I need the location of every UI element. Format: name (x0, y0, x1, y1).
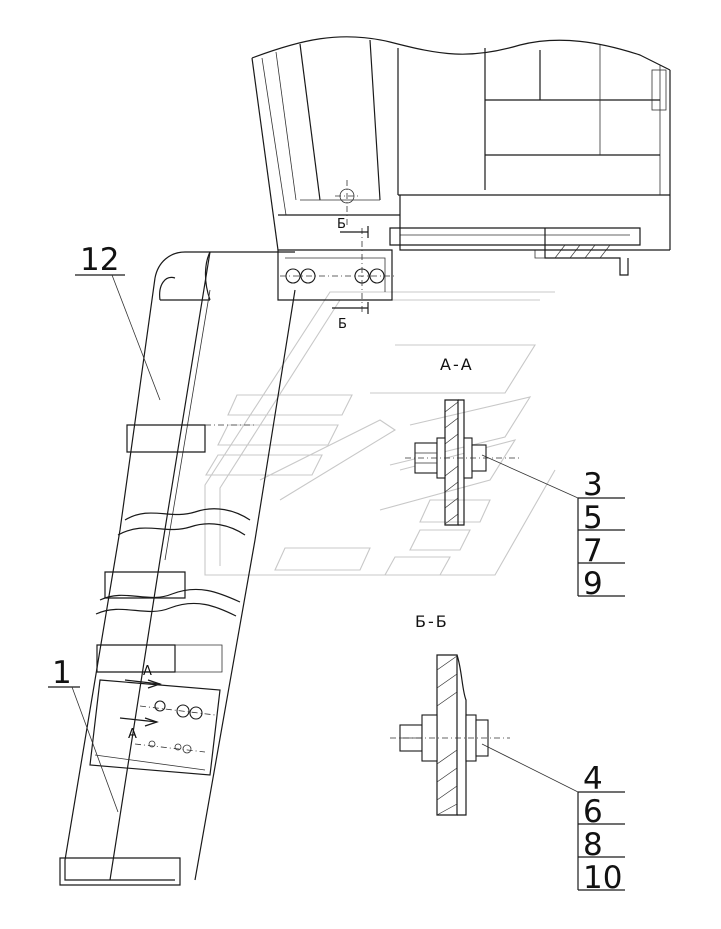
cab-structure (251, 36, 671, 276)
watermark-logo (204, 291, 556, 576)
section-aa-detail: А-А (405, 355, 579, 526)
section-a-upper-mark: А (143, 664, 152, 679)
callout-8: 8 (583, 827, 603, 863)
callout-10: 10 (583, 860, 622, 896)
leader-lines-left (48, 274, 161, 813)
section-mark-b: Б Б (332, 217, 369, 332)
callout-12: 12 (80, 242, 119, 278)
callout-4: 4 (583, 761, 603, 797)
section-b-lower-mark: Б (338, 317, 347, 332)
section-aa-title: А-А (440, 355, 474, 374)
section-a-lower-mark: А (128, 727, 137, 742)
section-b-upper-mark: Б (337, 217, 346, 232)
callout-stack-bb (577, 791, 625, 891)
step-ladder (59, 251, 296, 886)
section-mark-a: А А (119, 664, 162, 742)
callout-5: 5 (583, 500, 603, 536)
callout-stack-aa (577, 497, 625, 597)
section-bb-detail: Б-Б (390, 612, 579, 816)
callout-3: 3 (583, 467, 603, 503)
mounting-bracket (277, 228, 395, 315)
callout-9: 9 (583, 566, 603, 602)
callout-1: 1 (52, 655, 72, 691)
callout-6: 6 (583, 794, 603, 830)
section-bb-title: Б-Б (415, 612, 449, 631)
callout-7: 7 (583, 533, 603, 569)
